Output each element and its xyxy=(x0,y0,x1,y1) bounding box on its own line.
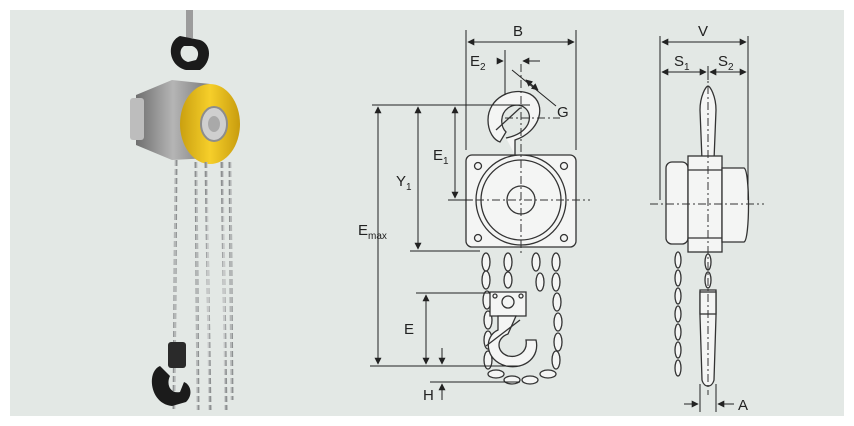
label-E2: E2 xyxy=(470,53,486,73)
label-V: V xyxy=(698,23,708,40)
front-view-drawing xyxy=(460,64,590,385)
front-chain xyxy=(481,252,563,385)
label-H: H xyxy=(423,387,434,404)
side-chain xyxy=(674,251,712,377)
chains-photo xyxy=(172,159,234,411)
label-Emax: Emax xyxy=(358,222,387,242)
label-Y1: Y1 xyxy=(396,173,412,193)
label-S1: S1 xyxy=(674,53,690,73)
label-E: E xyxy=(404,321,414,338)
side-view-drawing xyxy=(665,85,750,387)
lower-block xyxy=(489,291,527,317)
side-dimensions xyxy=(659,36,749,412)
hoist-photo xyxy=(130,10,240,411)
bottom-hook-photo xyxy=(151,366,191,406)
label-S2: S2 xyxy=(718,53,734,73)
lower-hook xyxy=(487,315,538,368)
side-centerlines xyxy=(650,70,764,395)
side-housing-right xyxy=(721,167,750,243)
label-B: B xyxy=(513,23,523,40)
label-E1: E1 xyxy=(433,147,449,167)
front-top-hook xyxy=(487,90,541,155)
label-A: A xyxy=(738,397,748,414)
suspension-rod xyxy=(186,10,193,38)
side-housing-left xyxy=(665,161,689,245)
front-dimensions xyxy=(370,30,577,400)
label-G: G xyxy=(557,104,569,121)
